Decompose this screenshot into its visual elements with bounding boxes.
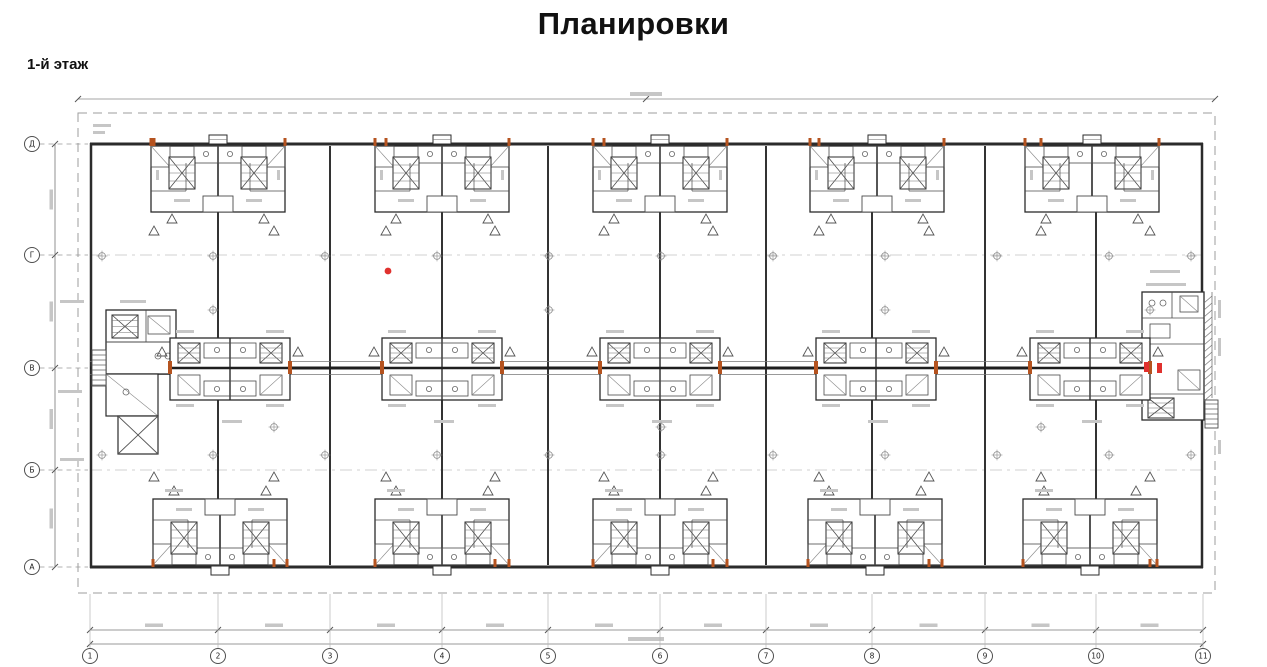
unit-clusters-bottom xyxy=(152,485,1158,576)
dimension-left xyxy=(49,140,59,571)
svg-text:5: 5 xyxy=(546,652,551,661)
svg-text:6: 6 xyxy=(658,652,663,661)
left-stair-core xyxy=(58,300,177,461)
svg-text:А: А xyxy=(29,563,35,572)
floor-label: 1-й этаж xyxy=(27,56,89,73)
svg-text:2: 2 xyxy=(216,652,221,661)
wall-ticks xyxy=(149,138,1161,567)
floor-symbols xyxy=(96,225,1197,482)
svg-text:Г: Г xyxy=(30,251,35,260)
svg-text:8: 8 xyxy=(870,652,875,661)
svg-text:Б: Б xyxy=(29,466,34,475)
svg-text:9: 9 xyxy=(983,652,988,661)
page-title: Планировки xyxy=(537,6,730,41)
svg-text:7: 7 xyxy=(764,652,769,661)
unit-clusters-top xyxy=(150,134,1160,224)
unit-clusters-middle xyxy=(156,330,1164,423)
svg-text:3: 3 xyxy=(328,652,333,661)
axis-bubbles-left: Д Г В Б А xyxy=(24,136,88,575)
site-boundary xyxy=(77,112,1216,594)
axis-bubbles-bottom: 1 2 3 4 5 6 7 8 9 10 11 xyxy=(82,594,1211,664)
dimension-bottom xyxy=(86,623,1207,648)
dimension-top xyxy=(74,92,1219,134)
svg-text:1: 1 xyxy=(88,652,93,661)
right-stair-core xyxy=(1141,270,1221,454)
svg-text:11: 11 xyxy=(1198,652,1208,661)
svg-text:4: 4 xyxy=(440,652,445,661)
svg-text:В: В xyxy=(29,364,34,373)
red-marker xyxy=(384,267,1162,373)
svg-text:10: 10 xyxy=(1091,652,1101,661)
intermediate-axes xyxy=(90,254,1203,471)
svg-text:Д: Д xyxy=(29,140,35,149)
